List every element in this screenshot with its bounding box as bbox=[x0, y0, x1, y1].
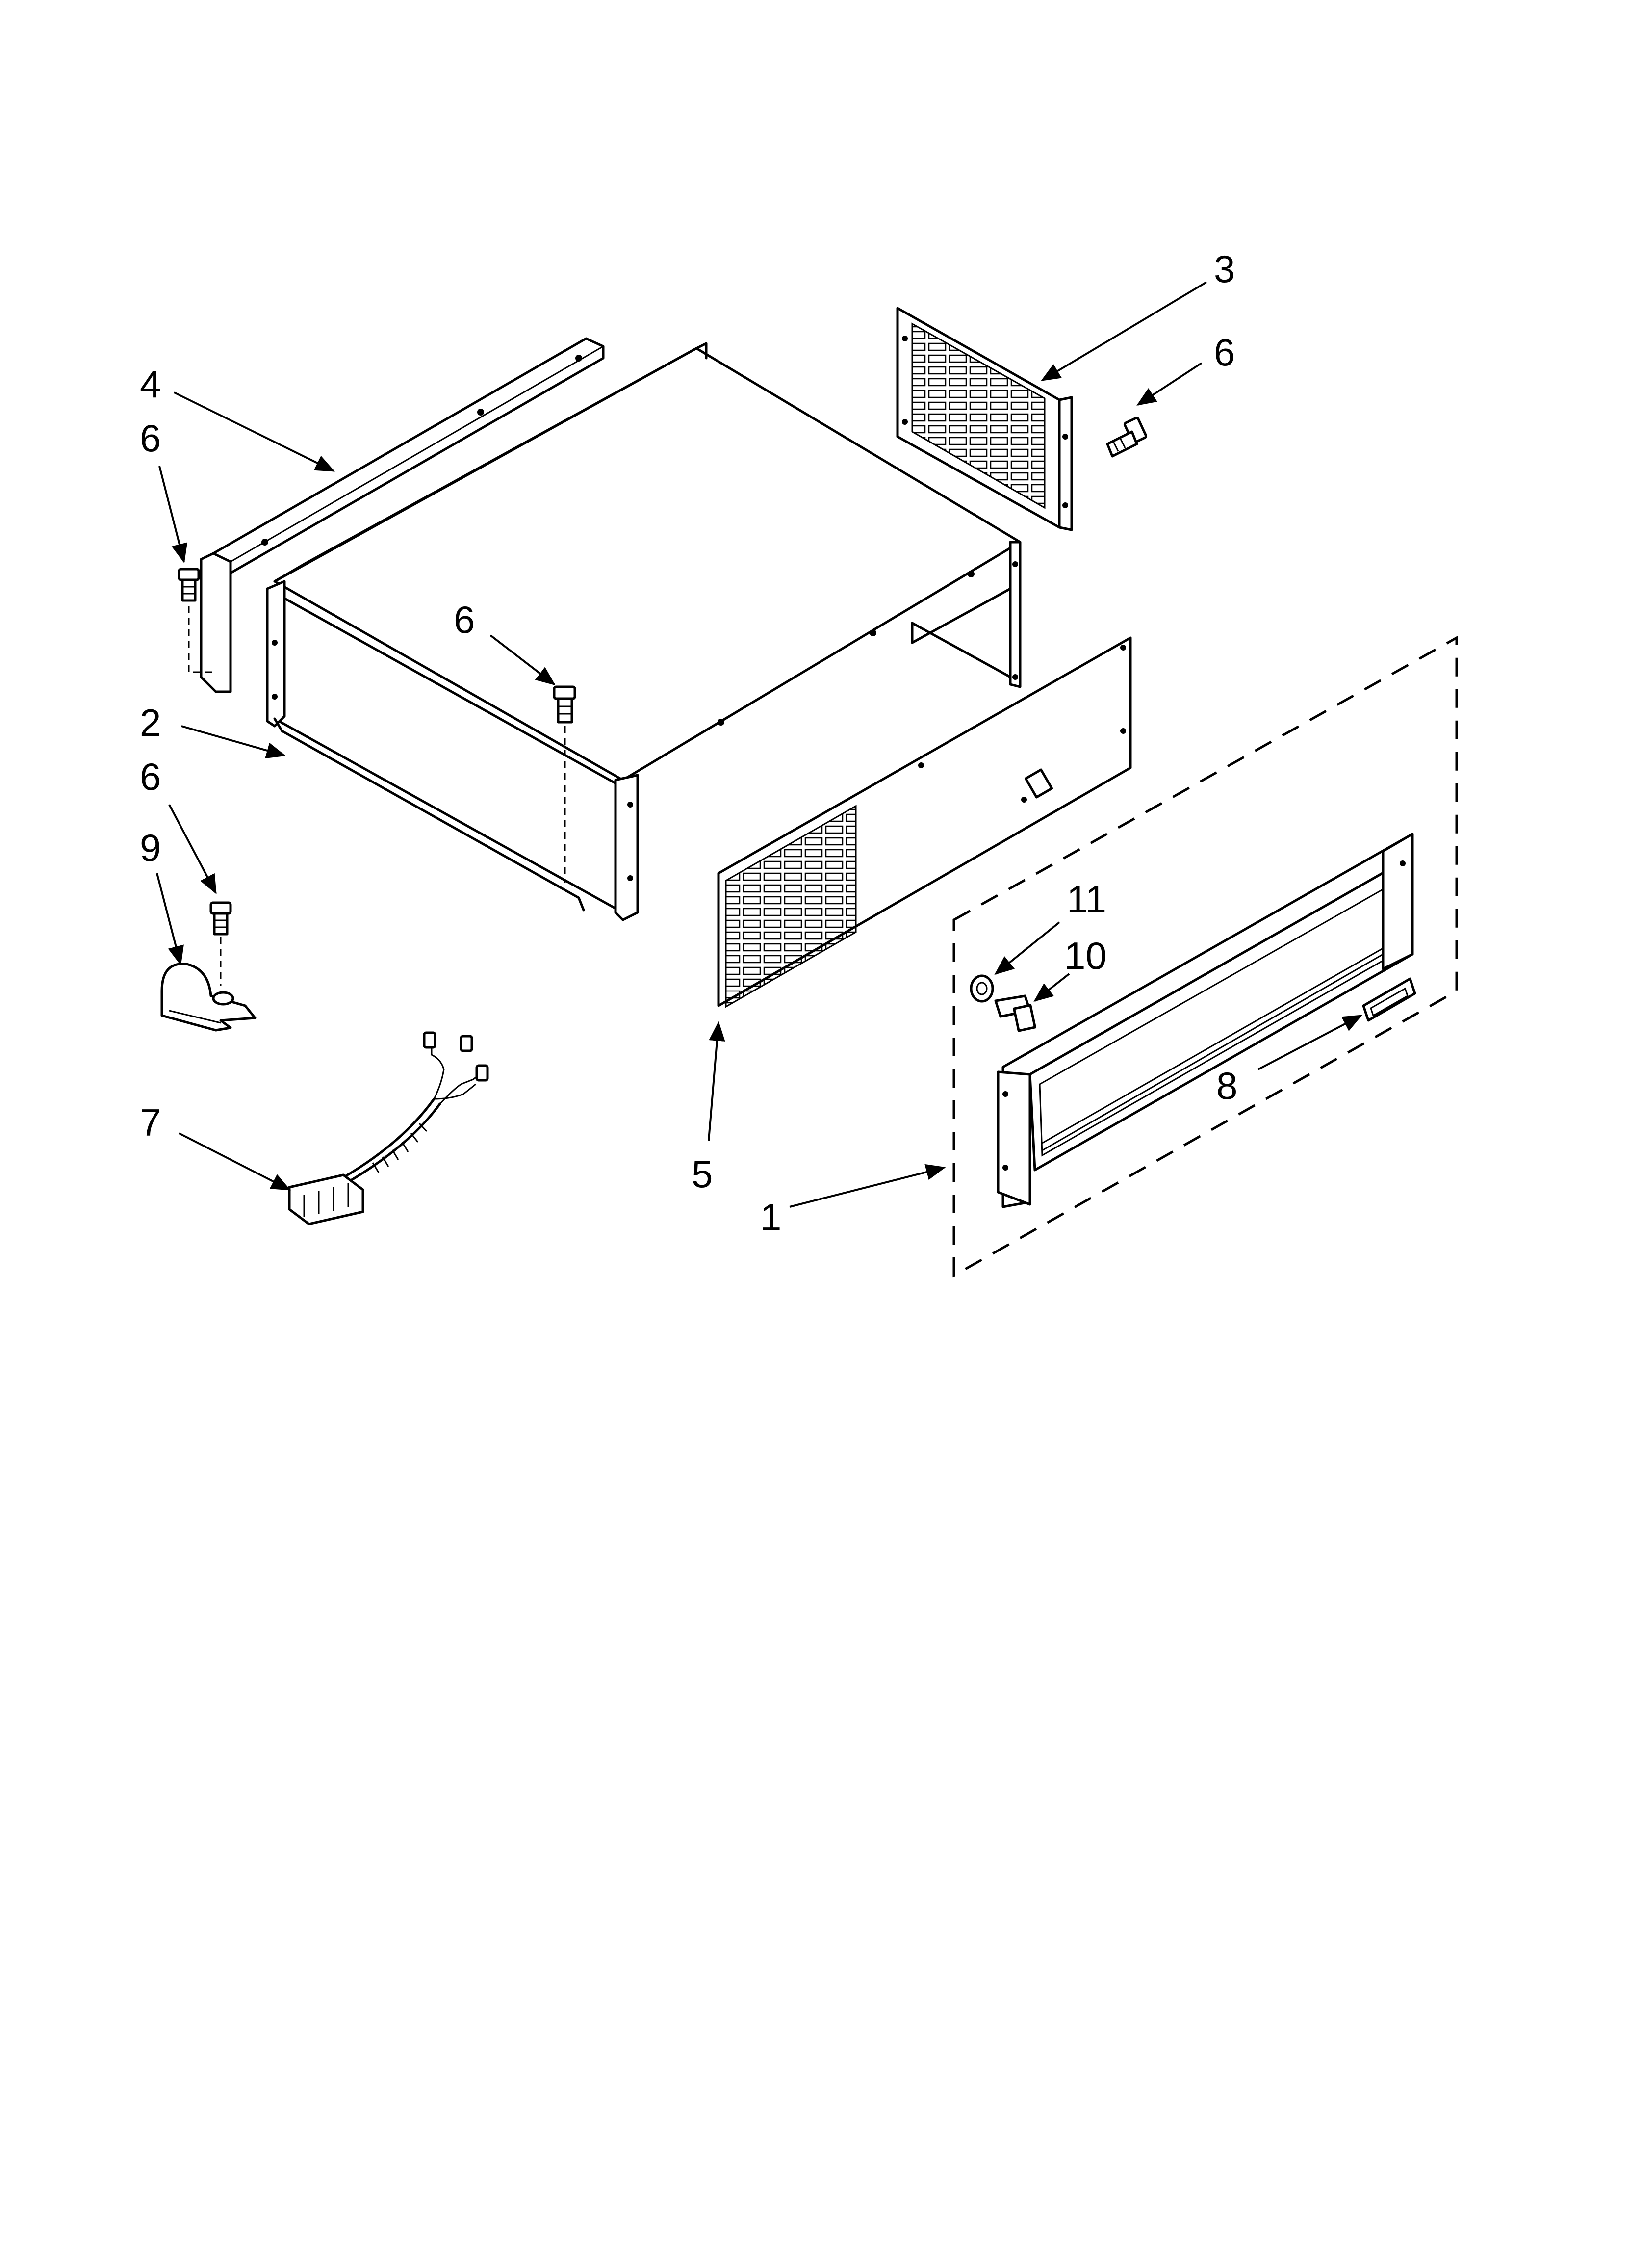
callout-7: 7 bbox=[140, 1101, 161, 1144]
leader-lines bbox=[156, 281, 1362, 1208]
screw-part-center bbox=[553, 685, 576, 883]
screw-part-left bbox=[178, 568, 216, 673]
stud-part bbox=[994, 994, 1036, 1032]
clamp-part bbox=[160, 963, 257, 1032]
callout-labels: 1 2 3 4 5 6 6 6 6 7 8 9 10 11 bbox=[140, 247, 1237, 1239]
callout-11: 11 bbox=[1067, 878, 1106, 921]
base-cabinet-part bbox=[266, 342, 1022, 921]
rear-rail-part bbox=[200, 337, 605, 693]
drawer-assembly-part bbox=[952, 635, 1458, 1278]
callout-5: 5 bbox=[692, 1152, 713, 1196]
screw-part-clip bbox=[209, 901, 232, 986]
callout-10: 10 bbox=[1064, 934, 1107, 977]
callout-6-rear: 6 bbox=[1214, 331, 1235, 374]
screw-part-rear bbox=[1106, 417, 1148, 458]
rear-grille-part bbox=[896, 307, 1073, 531]
callout-6-left: 6 bbox=[140, 417, 161, 460]
callout-1: 1 bbox=[760, 1196, 781, 1239]
roller-part bbox=[970, 974, 994, 1003]
callout-4: 4 bbox=[140, 363, 161, 406]
callout-3: 3 bbox=[1214, 247, 1235, 290]
callout-6-clip: 6 bbox=[140, 755, 161, 798]
callout-2: 2 bbox=[140, 701, 161, 744]
handle-trim-part bbox=[1362, 977, 1416, 1022]
kick-plate-part bbox=[717, 636, 1132, 1008]
callout-9: 9 bbox=[140, 826, 161, 869]
callout-6-center: 6 bbox=[454, 598, 475, 641]
callout-8: 8 bbox=[1216, 1064, 1237, 1107]
wire-harness-part bbox=[288, 1031, 489, 1225]
